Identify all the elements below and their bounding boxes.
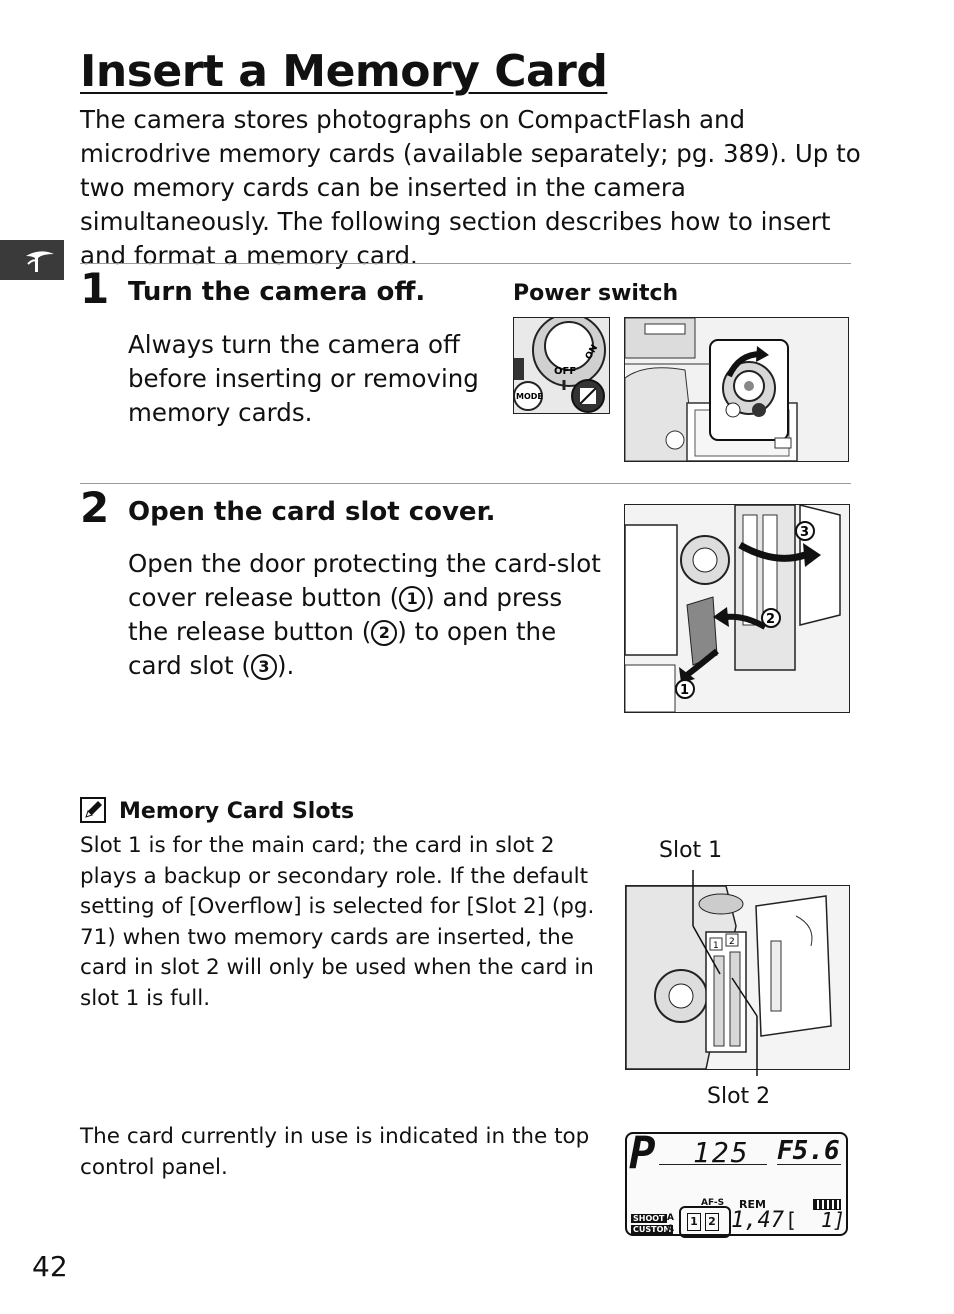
slot-1-label: Slot 1 [659,838,723,863]
page-title: Insert a Memory Card [80,46,608,97]
power-switch-closeup: OFF ON MODE [513,317,610,414]
custom-bank-value: A [667,1224,674,1234]
aperture: F5.6 [777,1136,840,1166]
intro-paragraph: The camera stores photographs on Compact… [80,105,861,270]
bracket-left: [ [785,1208,798,1232]
card-slots-illustration: 1 2 [625,885,850,1070]
af-mode: AF-S [701,1198,725,1208]
step-2-number: 2 [80,483,110,532]
page-number: 42 [32,1250,68,1283]
step-1-heading: Turn the camera off. [128,277,426,307]
top-control-panel: P 125 F5.6 AF-S REM SHOOT CUSTOM A A 1 2… [625,1128,848,1238]
step-2-heading: Open the card slot cover. [128,497,496,527]
slot-2-label: Slot 2 [707,1084,771,1109]
remaining-label: REM [739,1198,766,1211]
step-1-body: Always turn the camera off before insert… [128,330,479,427]
shots-remaining: 1,47 [731,1208,784,1233]
camera-top-illustration [624,317,849,462]
slot-pointer-lines [692,870,758,1076]
mode-label: MODE [516,392,543,401]
pencil-note-icon [80,797,106,823]
marker-3: 3 [250,654,277,680]
card-slot-illustration: 3 2 1 [624,504,850,713]
off-label: OFF [554,366,576,377]
fig-marker-3: 3 [800,525,809,540]
side-tab [0,240,64,280]
camera-setup-icon [26,251,54,272]
note-heading: Memory Card Slots [119,799,355,824]
control-panel-text: The card currently in use is indicated i… [80,1124,590,1180]
custom-bank: CUSTOM [631,1225,674,1234]
slot-1-digit: 1 [713,941,719,951]
fig-marker-1: 1 [680,683,689,698]
card-in-use-highlight [679,1206,731,1238]
frames-remaining: 1] [821,1208,846,1232]
section-divider [80,483,851,484]
exposure-mode: P [629,1128,656,1179]
section-divider [80,263,851,264]
battery-icon [813,1199,841,1210]
marker-2: 2 [371,620,398,646]
fig-marker-2: 2 [766,612,775,627]
marker-1: 1 [399,586,426,612]
step-1-number: 1 [80,264,110,313]
shoot-bank: SHOOT [631,1214,667,1223]
power-switch-caption: Power switch [513,281,679,306]
step-2-body: Open the door protecting the card-slot c… [128,549,601,680]
note-body: Slot 1 is for the main card; the card in… [80,833,595,1011]
shoot-bank-value: A [667,1213,674,1223]
shutter-speed: 125 [693,1136,750,1169]
slot-2-digit: 2 [729,937,735,947]
card-2-indicator: 2 [705,1213,719,1231]
card-1-indicator: 1 [687,1213,701,1231]
